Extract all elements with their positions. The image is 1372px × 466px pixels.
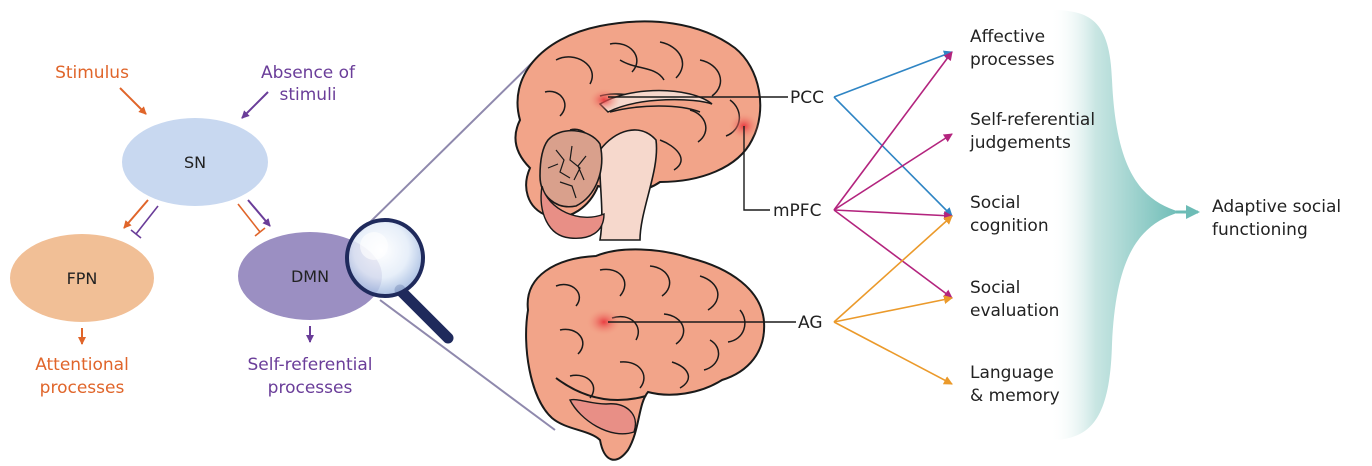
selfref-processes-label-line2: processes [268,378,353,398]
ag-to-social-evaluation-arrow [834,298,952,322]
final-label-line2: functioning [1212,220,1308,240]
outcome-selfref-line1: Self-referential [970,110,1095,130]
absence-of-stimuli-label-line1: Absence of [261,63,356,83]
outcome-social-evaluation-line1: Social [970,278,1020,298]
ag-label: AG [798,313,823,333]
outcome-social-evaluation-line2: evaluation [970,301,1059,321]
absence-to-sn-arrow [242,92,268,118]
absence-of-stimuli-label-line2: stimuli [279,85,336,105]
final-label-line1: Adaptive social [1212,197,1341,217]
fpn-label: FPN [67,269,98,288]
outcome-language-line2: & memory [970,386,1060,406]
outcome-selfref-line2: judgements [969,133,1071,153]
selfref-processes-label-line1: Self-referential [247,355,372,375]
outcome-affective-line1: Affective [970,27,1045,47]
outcome-affective-line2: processes [970,50,1055,70]
mpfc-to-social-evaluation-arrow [834,210,952,298]
outcome-language-line1: Language [970,363,1054,383]
stimulus-to-sn-arrow [120,88,146,114]
magnifier-icon [347,220,448,338]
dmn-inhibit-bar [255,228,265,236]
ag-to-social-cognition-arrow [834,216,952,322]
mpfc-to-social-cognition-arrow [834,210,952,216]
integration-funnel [1050,10,1180,440]
attentional-label-line1: Attentional [35,355,129,375]
fpn-inhibit-bar [131,230,141,238]
lateral-brain-illustration [526,249,764,459]
outcome-social-cognition-line2: cognition [970,216,1049,236]
dmn-inhibit-line [238,204,260,232]
attentional-label-line2: processes [40,378,125,398]
sn-label: SN [184,153,206,172]
pcc-label: PCC [790,88,824,108]
dmn-label: DMN [291,267,329,286]
outcome-social-cognition-line1: Social [970,193,1020,213]
mpfc-label: mPFC [773,201,821,221]
zoom-line-top [360,55,540,232]
ag-to-language-arrow [834,322,952,384]
stimulus-label: Stimulus [55,63,129,83]
sagittal-brain-illustration [515,21,760,240]
mpfc-to-affective-arrow [834,52,952,210]
